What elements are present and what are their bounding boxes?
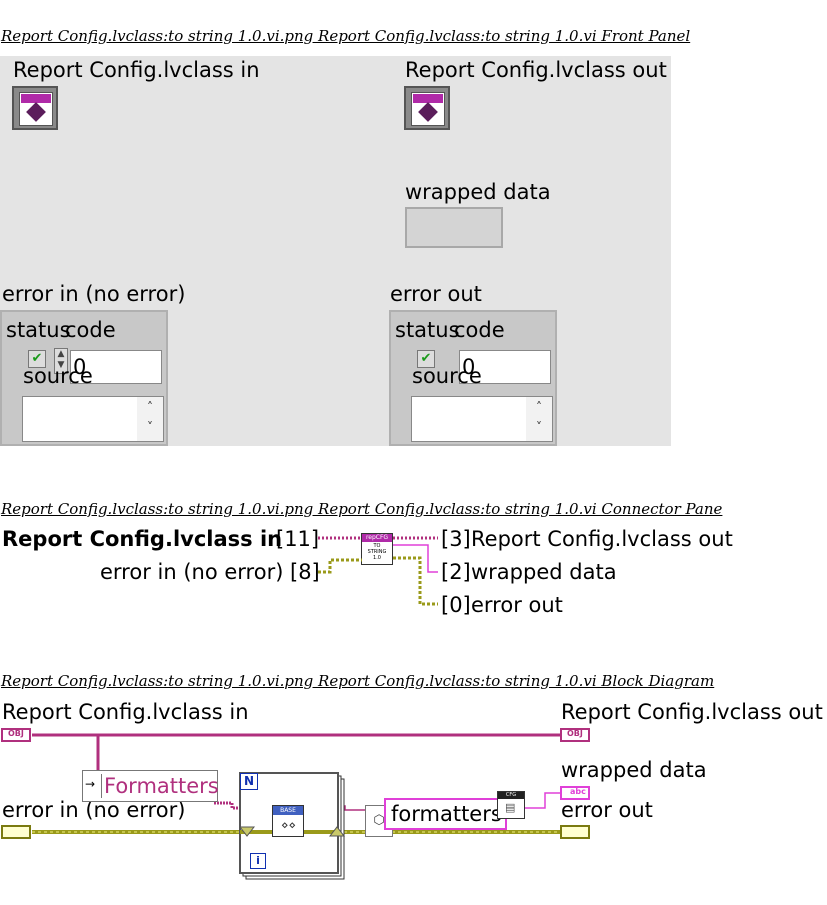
bundle-formatters-node[interactable]: formatters	[384, 798, 507, 830]
cp-class-in-label: Report Config.lvclass in	[2, 527, 283, 551]
error-in-code-label: code	[65, 318, 116, 342]
vi-icon[interactable]: repCFG TO STRING 1.0	[361, 533, 393, 565]
base-subvi-banner: BASE	[273, 806, 303, 815]
vi-icon-line1: TO	[373, 543, 381, 549]
bd-class-in-label: Report Config.lvclass in	[2, 700, 249, 724]
class-in-label: Report Config.lvclass in	[13, 58, 260, 82]
terminal-wrapped-out	[560, 786, 590, 800]
error-in-label: error in (no error)	[2, 282, 186, 306]
loop-count-terminal[interactable]: N	[240, 773, 258, 790]
cfg-subvi-banner: CFG	[498, 792, 524, 799]
error-in-cluster[interactable]: status code ✔ ▲▼ 0 source ˄˅	[0, 310, 168, 446]
front-panel: Report Config.lvclass in Report Config.l…	[0, 56, 671, 446]
wrapped-data-indicator[interactable]	[405, 207, 503, 248]
cp-error-out-wire	[393, 556, 438, 606]
terminal-abc-text: abc	[570, 787, 586, 796]
cp-error-in-wire	[318, 558, 362, 574]
cp-wires	[318, 536, 438, 606]
bd-error-out-label: error out	[561, 798, 653, 822]
cp-class-out-label: Report Config.lvclass out	[471, 527, 733, 551]
error-in-code-spinner-icon[interactable]: ▲▼	[54, 348, 68, 374]
cp-error-out-label: error out	[471, 593, 563, 617]
error-out-status-check-icon: ✔	[417, 350, 435, 368]
cp-error-in-label: error in (no error)	[100, 560, 284, 584]
error-out-cluster[interactable]: status code ✔ 0 source ˄˅	[389, 310, 557, 446]
error-in-source-field[interactable]: ˄˅	[22, 396, 164, 442]
error-out-source-field[interactable]: ˄˅	[411, 396, 553, 442]
error-in-status-label: status	[6, 318, 71, 342]
terminal-obj-in-text: OBJ	[8, 729, 24, 738]
loop-iteration-terminal: i	[250, 853, 266, 869]
cp-wrapped-index: [2]	[441, 560, 471, 584]
unbundle-formatters-node[interactable]: → Formatters	[82, 770, 219, 802]
unbundle-arrow-icon: →	[85, 777, 96, 791]
error-in-source-scrollbar[interactable]: ˄˅	[137, 397, 163, 441]
vi-icon-line2: STRING	[367, 549, 387, 555]
terminal-error-out	[560, 825, 590, 839]
unbundle-formatters-label: Formatters	[101, 774, 219, 798]
bd-error-in-label: error in (no error)	[2, 798, 186, 822]
class-out-indicator-icon[interactable]	[404, 86, 450, 130]
bd-class-out-label: Report Config.lvclass out	[561, 700, 823, 724]
cp-error-in-index: [8]	[290, 560, 320, 584]
cp-wrapped-label: wrapped data	[471, 560, 617, 584]
shift-register-right-icon	[328, 826, 346, 837]
error-in-source-label: source	[23, 364, 93, 388]
error-out-status-label: status	[395, 318, 460, 342]
base-to-string-subvi[interactable]: BASE ⋄⋄	[272, 805, 304, 837]
terminal-class-out	[560, 728, 590, 742]
cp-wrapped-wire	[393, 544, 438, 573]
cfg-to-string-subvi[interactable]: CFG ▤	[497, 791, 525, 819]
bundle-formatters-label: formatters	[391, 802, 502, 826]
cp-class-out-index: [3]	[441, 527, 471, 551]
block-diagram-caption: Report Config.lvclass:to string 1.0.vi.p…	[1, 672, 715, 690]
error-out-label: error out	[390, 282, 482, 306]
vi-icon-banner: repCFG	[362, 534, 392, 542]
class-out-label: Report Config.lvclass out	[405, 58, 667, 82]
base-subvi-glyph-icon: ⋄⋄	[281, 818, 297, 832]
wrapped-data-label: wrapped data	[405, 180, 551, 204]
terminal-obj-out-text: OBJ	[567, 729, 583, 738]
error-in-code-field[interactable]: 0	[70, 350, 162, 384]
terminal-error-in	[1, 825, 31, 839]
error-in-status-check-icon[interactable]: ✔	[28, 350, 46, 368]
terminal-class-in	[1, 728, 31, 742]
bd-string-wire	[525, 792, 561, 809]
cp-class-in-index: [11]	[276, 527, 320, 551]
error-out-source-label: source	[412, 364, 482, 388]
error-out-code-label: code	[454, 318, 505, 342]
vi-icon-line3: 1.0	[373, 555, 381, 561]
cp-error-out-index: [0]	[441, 593, 471, 617]
error-out-source-scrollbar[interactable]: ˄˅	[526, 397, 552, 441]
cfg-subvi-glyph-icon: ▤	[505, 801, 516, 814]
connector-pane-caption: Report Config.lvclass:to string 1.0.vi.p…	[1, 500, 723, 518]
shift-register-left-icon	[238, 826, 256, 837]
front-panel-caption: Report Config.lvclass:to string 1.0.vi.p…	[1, 27, 691, 45]
bd-wrapped-label: wrapped data	[561, 758, 707, 782]
error-out-code-field[interactable]: 0	[459, 350, 551, 384]
class-in-control-icon[interactable]	[12, 86, 58, 130]
